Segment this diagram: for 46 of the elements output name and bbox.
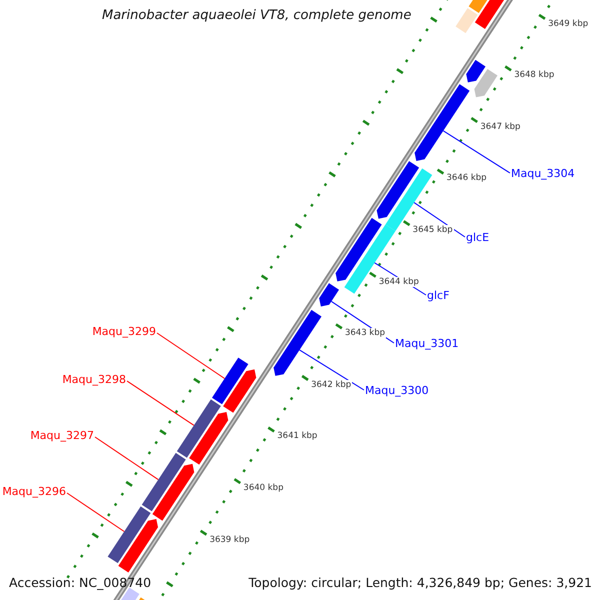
gene-label: Maqu_3304 <box>511 167 575 181</box>
scale-label: 3646 kbp <box>446 173 488 184</box>
gene-block <box>108 506 151 564</box>
gene-block <box>466 60 486 82</box>
gene-label: Maqu_3296 <box>2 485 66 499</box>
gene-label: glcE <box>466 231 490 245</box>
leader-line <box>442 130 510 174</box>
gene-block <box>152 464 194 521</box>
gene-block <box>456 8 478 34</box>
gene-label: Maqu_3297 <box>30 429 94 443</box>
scale-label: 3645 kbp <box>412 225 454 236</box>
gene-label: Maqu_3300 <box>365 384 429 398</box>
gene-block <box>176 399 221 458</box>
gene-block <box>414 84 470 161</box>
gene-block <box>223 369 256 413</box>
accession-text: Accession: NC_008740 <box>9 575 152 590</box>
gene-label: Maqu_3299 <box>92 325 156 339</box>
gene-block <box>474 69 498 98</box>
leader-line <box>126 380 194 426</box>
scale-label: 3642 kbp <box>310 380 352 390</box>
map-title: Marinobacter aquaeolei VT8, complete genome <box>102 8 412 23</box>
gene-block <box>189 412 228 465</box>
leader-line <box>94 436 159 480</box>
gene-label: Maqu_3298 <box>62 373 126 387</box>
gene-block <box>142 452 186 512</box>
scale-label: 3641 kbp <box>276 431 318 442</box>
leader-line <box>66 492 125 532</box>
gene-block <box>319 283 339 306</box>
gene-block <box>118 519 158 572</box>
gene-block <box>376 161 420 219</box>
gene-block <box>212 358 248 404</box>
genome-info-text: Topology: circular; Length: 4,326,849 bp; Genes: 3,921 <box>248 575 592 590</box>
scale-label: 3647 kbp <box>479 122 522 132</box>
leader-line <box>299 349 364 390</box>
scale-label: 3649 kbp <box>547 18 590 29</box>
gene-block <box>274 310 322 376</box>
gene-label: Maqu_3301 <box>395 337 459 351</box>
scale-label: 3648 kbp <box>513 70 556 80</box>
gene-block <box>385 168 432 231</box>
scale-label: 3644 kbp <box>378 276 420 287</box>
scale-label: 3639 kbp <box>208 534 251 545</box>
scale-label: 3643 kbp <box>344 328 386 338</box>
gene-label: glcF <box>427 289 450 303</box>
scale-label: 3640 kbp <box>242 483 284 493</box>
leader-line <box>156 332 226 379</box>
leader-line <box>414 202 466 238</box>
